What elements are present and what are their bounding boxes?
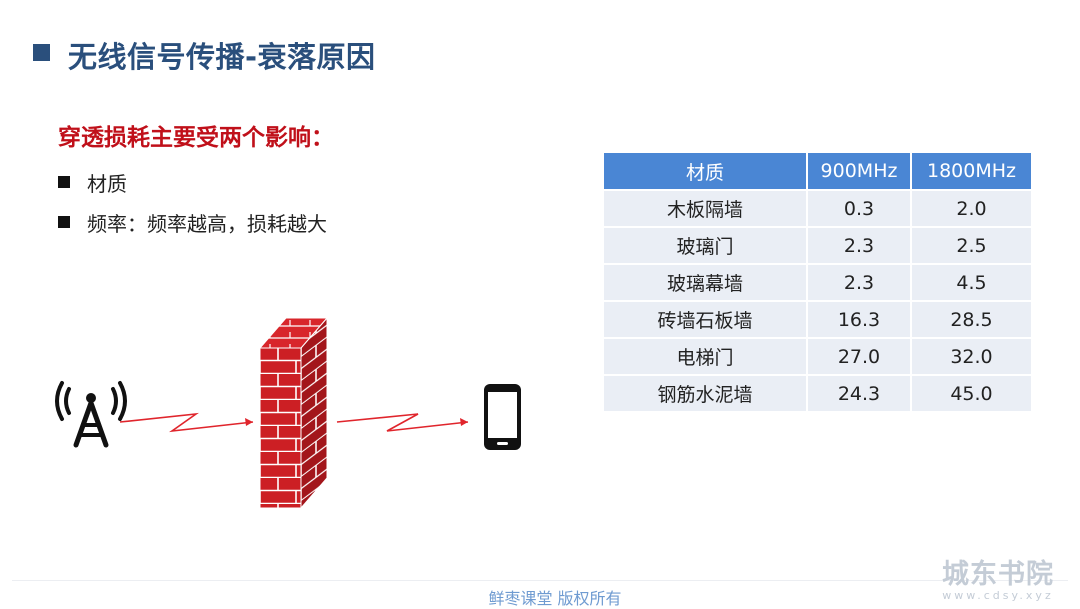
bullet-item: 材质 bbox=[58, 162, 327, 202]
bullet-text: 频率：频率越高，损耗越大 bbox=[87, 211, 327, 236]
bullet-text: 材质 bbox=[87, 171, 127, 196]
smartphone-icon bbox=[484, 384, 521, 450]
table-row: 电梯门 27.0 32.0 bbox=[604, 337, 1031, 375]
bullet-item: 频率：频率越高，损耗越大 bbox=[58, 202, 327, 242]
cell-1800mhz: 45.0 bbox=[911, 374, 1031, 411]
cell-material: 木板隔墙 bbox=[604, 189, 808, 227]
signal-wave-outgoing bbox=[336, 413, 469, 432]
slide-title: 无线信号传播-衰落原因 bbox=[68, 40, 376, 74]
footer-divider bbox=[12, 580, 1068, 581]
cell-material: 玻璃幕墙 bbox=[604, 263, 808, 301]
cell-1800mhz: 32.0 bbox=[911, 337, 1031, 375]
cell-900mhz: 24.3 bbox=[807, 374, 912, 411]
watermark-url: www.cdsy.xyz bbox=[942, 589, 1054, 602]
cell-1800mhz: 2.5 bbox=[911, 226, 1031, 264]
cell-1800mhz: 2.0 bbox=[911, 189, 1031, 227]
cell-material: 电梯门 bbox=[604, 337, 808, 375]
table-row: 砖墙石板墙 16.3 28.5 bbox=[604, 300, 1031, 338]
penetration-loss-table: 材质 900MHz 1800MHz 木板隔墙 0.3 2.0 玻璃门 2.3 2… bbox=[604, 153, 1031, 411]
bullet-list: 材质 频率：频率越高，损耗越大 bbox=[58, 162, 327, 242]
watermark: 城东书院 www.cdsy.xyz bbox=[942, 560, 1054, 602]
column-header-900mhz: 900MHz bbox=[807, 153, 912, 190]
signal-penetration-illustration bbox=[55, 316, 521, 510]
table-row: 木板隔墙 0.3 2.0 bbox=[604, 189, 1031, 227]
watermark-title: 城东书院 bbox=[942, 559, 1054, 590]
cell-900mhz: 27.0 bbox=[807, 337, 912, 375]
cell-900mhz: 2.3 bbox=[807, 263, 912, 301]
cell-material: 玻璃门 bbox=[604, 226, 808, 264]
cell-material: 钢筋水泥墙 bbox=[604, 374, 808, 411]
title-bullet-square bbox=[33, 44, 50, 61]
table-row: 玻璃幕墙 2.3 4.5 bbox=[604, 263, 1031, 301]
cell-900mhz: 16.3 bbox=[807, 300, 912, 338]
column-header-1800mhz: 1800MHz bbox=[911, 153, 1031, 190]
cell-900mhz: 2.3 bbox=[807, 226, 912, 264]
cell-900mhz: 0.3 bbox=[807, 189, 912, 227]
slide-subtitle: 穿透损耗主要受两个影响： bbox=[58, 125, 334, 151]
antenna-tower-icon bbox=[55, 381, 127, 448]
cell-1800mhz: 4.5 bbox=[911, 263, 1031, 301]
table-header-row: 材质 900MHz 1800MHz bbox=[604, 153, 1031, 190]
bullet-square-icon bbox=[58, 216, 70, 228]
brick-wall bbox=[258, 316, 329, 510]
cell-material: 砖墙石板墙 bbox=[604, 300, 808, 338]
footer-copyright: 鲜枣课堂 版权所有 bbox=[488, 589, 622, 608]
cell-1800mhz: 28.5 bbox=[911, 300, 1031, 338]
signal-wave-incoming bbox=[119, 412, 254, 433]
bullet-square-icon bbox=[58, 176, 70, 188]
column-header-material: 材质 bbox=[604, 153, 808, 190]
table-row: 钢筋水泥墙 24.3 45.0 bbox=[604, 374, 1031, 411]
table-row: 玻璃门 2.3 2.5 bbox=[604, 226, 1031, 264]
